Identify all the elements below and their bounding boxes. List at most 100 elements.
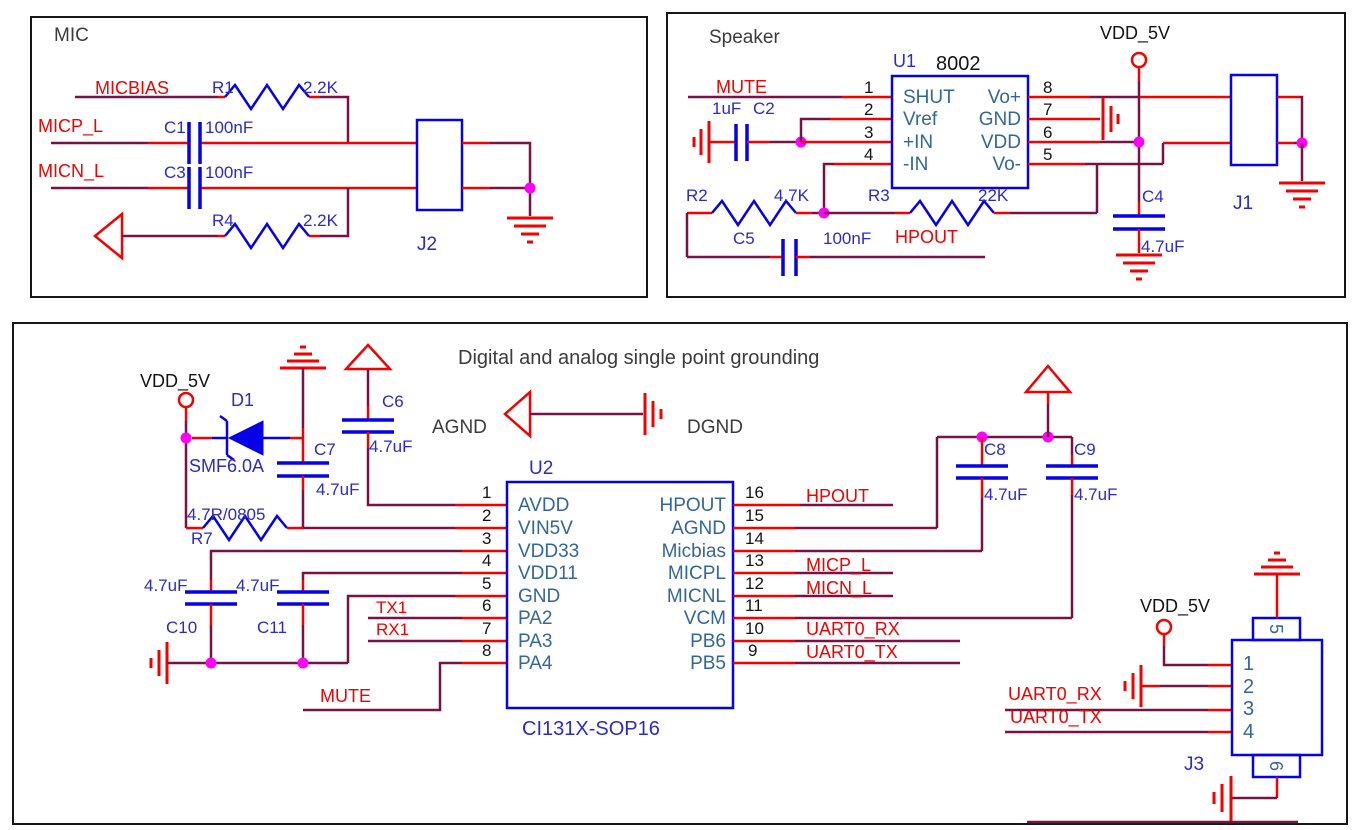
c2-ref: C2 xyxy=(753,99,775,118)
net-label-hpout: HPOUT xyxy=(895,227,958,247)
chip-u1 xyxy=(890,74,1030,190)
u2-pin-num: 9 xyxy=(748,641,758,660)
c9-ref: C9 xyxy=(1074,440,1096,459)
u2-pin-name: MICPL xyxy=(667,563,726,584)
vdd33-wire-c10 xyxy=(185,549,507,663)
u2-pin-name: MICNL xyxy=(666,586,726,607)
u2-pin-name: VDD11 xyxy=(518,563,578,584)
ground-symbol-j2 xyxy=(507,216,553,244)
u1-ref: U1 xyxy=(893,51,917,71)
c4-ref: C4 xyxy=(1142,187,1164,206)
j2-ref: J2 xyxy=(417,234,438,255)
u2-pin-num: 13 xyxy=(745,551,764,570)
vdd5v-rail-j3 xyxy=(1155,618,1232,667)
u1-pin-num: 5 xyxy=(1043,145,1053,164)
u1-pin-name: Vo- xyxy=(992,154,1021,175)
j3-pin-num: 2 xyxy=(1243,676,1255,698)
u1-pin-num: 6 xyxy=(1043,123,1053,142)
u2-pin-name: Micbias xyxy=(661,541,726,562)
r7-value: 4.7R/0805 xyxy=(187,505,266,524)
net-label-uart0-tx: UART0_TX xyxy=(1010,707,1102,727)
resistor-r7 xyxy=(186,513,507,543)
vdd11-wire-c11 xyxy=(277,571,507,663)
agnd-label: AGND xyxy=(432,417,487,438)
c9-value: 4.7uF xyxy=(1074,485,1118,504)
c7-value: 4.7uF xyxy=(316,480,360,499)
ground-symbol-j1 xyxy=(1279,181,1325,209)
ground-symbol-j3-top xyxy=(1254,551,1300,618)
capacitor-c5 xyxy=(685,213,985,276)
u1-part: 8002 xyxy=(936,53,981,75)
u1-pin-name: SHUT xyxy=(903,87,955,108)
capacitor-c6 xyxy=(342,369,507,507)
r2-value: 4.7K xyxy=(774,186,809,205)
ground-symbol-c7-top xyxy=(280,345,326,370)
u2-pin-name: PB5 xyxy=(690,653,726,674)
u2-pin-num: 3 xyxy=(482,529,492,548)
u2-part: CI131X-SOP16 xyxy=(522,718,660,740)
mute-wire-u2 xyxy=(303,661,507,712)
net-label-uart0-rx: UART0_RX xyxy=(806,619,900,639)
d1-ref: D1 xyxy=(231,390,255,410)
j3-pin-num: 6 xyxy=(1266,760,1287,772)
u2-pin-num: 4 xyxy=(482,551,492,570)
u2-pin-name: VIN5V xyxy=(518,518,573,539)
c10-ref: C10 xyxy=(166,618,198,637)
u2-pin-num: 12 xyxy=(745,574,764,593)
c2-value: 1uF xyxy=(712,99,742,118)
mic-title: MIC xyxy=(54,25,89,46)
dgnd-label: DGND xyxy=(687,417,743,438)
u1-output-wires xyxy=(1028,95,1231,166)
u2-pin-num: 1 xyxy=(482,483,492,502)
r1-ref: R1 xyxy=(212,78,234,97)
c5-ref: C5 xyxy=(733,229,755,248)
u2-pin-num: 15 xyxy=(745,506,764,525)
net-label-hpout: HPOUT xyxy=(806,486,869,506)
net-label-micp: MICP_L xyxy=(806,555,872,575)
j3-pin-num: 3 xyxy=(1243,698,1255,720)
r7-ref: R7 xyxy=(191,529,213,548)
agnd-dgnd-legend xyxy=(503,389,663,439)
net-label-micn: MICN_L xyxy=(806,578,873,598)
net-label-tx1: TX1 xyxy=(376,598,408,617)
speaker-section-frame xyxy=(666,12,1346,298)
u1-pin-name: Vo+ xyxy=(987,87,1021,108)
ground-symbol-u1-gnd xyxy=(1101,98,1120,140)
capacitor-c3 xyxy=(187,167,202,209)
r3-value: 22K xyxy=(978,186,1009,205)
u2-pin-num: 16 xyxy=(745,483,764,502)
r4-ref: R4 xyxy=(212,211,234,230)
u1-pin-name: GND xyxy=(978,109,1021,130)
u2-pin-num: 11 xyxy=(745,596,763,615)
resistor-r4 xyxy=(224,221,310,251)
u1-pin-name: -IN xyxy=(903,154,929,175)
capacitor-c7 xyxy=(277,368,329,528)
u1-pin-name: VDD xyxy=(980,132,1021,153)
diode-d1 xyxy=(192,414,303,462)
connector-j2 xyxy=(415,118,464,212)
j3-pin-num: 4 xyxy=(1243,721,1255,743)
j3-ref: J3 xyxy=(1184,754,1205,775)
ground-symbol-j3-bottom xyxy=(1027,776,1298,824)
capacitor-c8 xyxy=(733,437,1008,553)
ground-symbol-rail xyxy=(149,642,169,684)
u2-pin-name: AVDD xyxy=(518,495,570,516)
agnd-triangle-c6 xyxy=(343,343,393,371)
u2-pin-num: 5 xyxy=(482,574,492,593)
agnd-wire-rail xyxy=(733,431,1072,530)
u2-pin-name: HPOUT xyxy=(659,495,727,516)
capacitor-c4 xyxy=(1113,214,1165,253)
c3-value: 100nF xyxy=(205,163,254,182)
grounding-note: Digital and analog single point groundin… xyxy=(458,347,820,369)
capacitor-c2 xyxy=(709,124,801,161)
j2-ground-wires xyxy=(462,141,536,216)
j3-pin-num: 1 xyxy=(1243,653,1255,675)
vdd5v-rail-main xyxy=(177,391,195,528)
u2-pin-name: PA3 xyxy=(518,631,553,652)
u1-pin-num: 3 xyxy=(864,123,874,142)
u2-pin-name: PA2 xyxy=(518,608,553,629)
u2-pin-name: AGND xyxy=(671,518,726,539)
r2-ref: R2 xyxy=(686,186,708,205)
agnd-triangle-rail xyxy=(1023,364,1073,437)
